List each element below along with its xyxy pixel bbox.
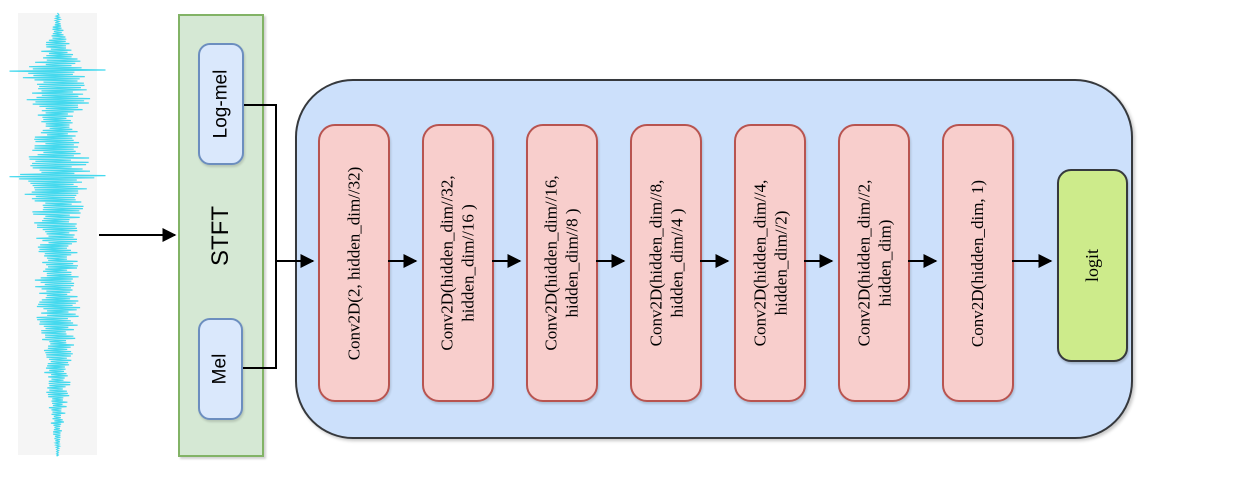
- conv2d-label-line: hidden_dim//8 ): [563, 208, 583, 318]
- logit-label: logit: [1081, 248, 1102, 283]
- conv2d-block-1: Conv2D(2, hidden_dim//32): [318, 124, 390, 402]
- conv2d-label-line: Conv2D(hidden_dim, 1): [968, 179, 988, 347]
- conv2d-label-line: Conv2D(hidden_dim//4,: [750, 179, 770, 347]
- audio-waveform: [9, 12, 106, 457]
- conv2d-block-5: Conv2D(hidden_dim//4,hidden_dim//2): [734, 124, 806, 402]
- conv2d-label-line: hidden_dim//4 ): [667, 208, 687, 318]
- conv2d-label-line: Conv2D(hidden_dim//32,: [438, 175, 458, 351]
- conv2d-label: Conv2D(hidden_dim//16,hidden_dim//8 ): [541, 175, 583, 350]
- conv2d-block-3: Conv2D(hidden_dim//16,hidden_dim//8 ): [526, 124, 598, 402]
- conv2d-label: Conv2D(hidden_dim//2,hidden_dim): [853, 180, 895, 347]
- conv2d-label-line: Conv2D(hidden_dim//16,: [542, 175, 562, 351]
- conv2d-block-7: Conv2D(hidden_dim, 1): [942, 124, 1014, 402]
- conv2d-label-line: Conv2D(hidden_dim//8,: [646, 179, 666, 347]
- waveform-plot: [9, 12, 106, 457]
- conv2d-label: Conv2D(2, hidden_dim//32): [344, 166, 365, 360]
- cnn-container: Conv2D(2, hidden_dim//32) Conv2D(hidden_d…: [295, 79, 1133, 439]
- conv2d-block-6: Conv2D(hidden_dim//2,hidden_dim): [838, 124, 910, 402]
- conv2d-label: Conv2D(hidden_dim//8,hidden_dim//4 ): [645, 180, 687, 347]
- logmel-label: Log-mel: [210, 69, 231, 139]
- stft-label: STFT: [207, 205, 234, 266]
- conv2d-label-line: hidden_dim//2): [771, 210, 791, 316]
- conv2d-block-4: Conv2D(hidden_dim//8,hidden_dim//4 ): [630, 124, 702, 402]
- conv2d-label-line: Conv2D(hidden_dim//2,: [854, 179, 874, 347]
- conv2d-label-line: hidden_dim): [875, 219, 895, 307]
- mel-label: Mel: [209, 353, 231, 385]
- conv2d-block-2: Conv2D(hidden_dim//32,hidden_dim//16 ): [422, 124, 494, 402]
- waveform-trace: [9, 12, 106, 457]
- logmel-block: Log-mel: [198, 43, 244, 165]
- conv2d-label: Conv2D(hidden_dim//32,hidden_dim//16 ): [437, 175, 479, 350]
- conv2d-label-line: hidden_dim//16 ): [459, 204, 479, 322]
- mel-block: Mel: [198, 318, 243, 420]
- logit-block: logit: [1057, 169, 1128, 362]
- conv2d-label: Conv2D(hidden_dim//4,hidden_dim//2): [749, 180, 791, 347]
- conv2d-label-line: Conv2D(2, hidden_dim//32): [344, 166, 364, 360]
- conv2d-label: Conv2D(hidden_dim, 1): [968, 179, 989, 346]
